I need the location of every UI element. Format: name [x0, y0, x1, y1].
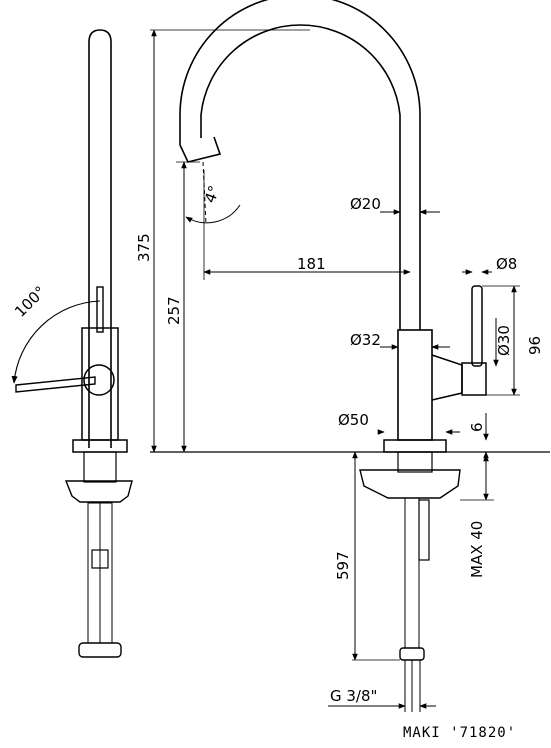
horizontal-dimensions	[203, 209, 520, 709]
height-257-label: 257	[165, 296, 183, 325]
angle-100-label: 100°	[11, 283, 49, 321]
front-view	[179, 0, 487, 712]
height-96-label: 96	[526, 336, 544, 355]
dia-50-label: Ø50	[338, 411, 369, 429]
height-dimensions	[150, 29, 550, 453]
base-6-label: 6	[468, 422, 486, 432]
hose-597-label: 597	[334, 551, 352, 580]
drawing-title: MAKI '71820'	[403, 725, 516, 741]
side-view	[11, 29, 133, 658]
height-375-label: 375	[135, 233, 153, 262]
angle-4-label: 4°	[201, 183, 224, 205]
dia-30-label: Ø30	[495, 325, 513, 356]
thread-label: G 3/8"	[330, 687, 377, 705]
reach-181-label: 181	[297, 255, 326, 273]
max-40-label: MAX 40	[468, 521, 486, 578]
dia-8-label: Ø8	[496, 255, 517, 273]
dia-20-label: Ø20	[350, 195, 381, 213]
dia-32-label: Ø32	[350, 331, 381, 349]
